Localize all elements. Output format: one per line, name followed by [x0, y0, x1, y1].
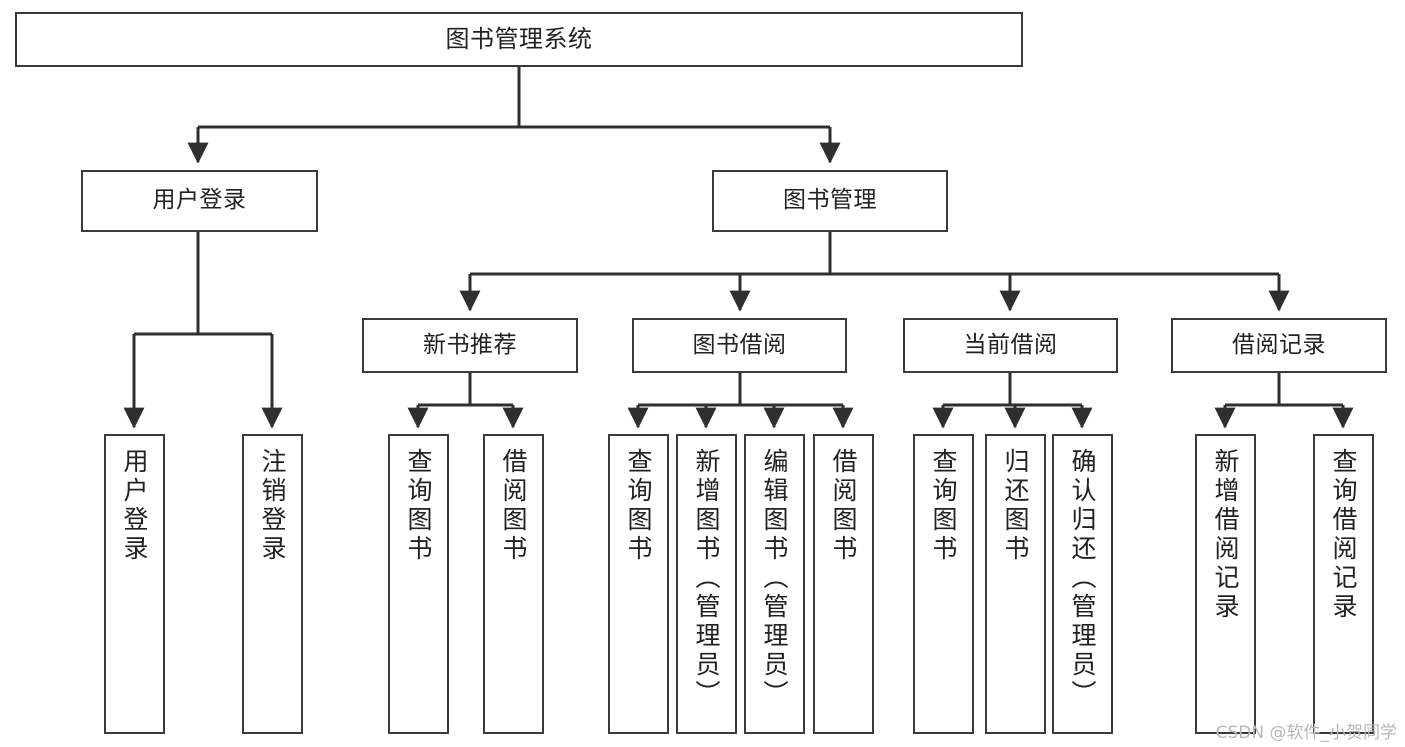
node-label: 借阅图书: [829, 448, 858, 564]
leaf-add-borrow-record[interactable]: 新增借阅记录: [1195, 434, 1256, 734]
node-label: 图书借阅: [692, 331, 787, 358]
node-user-login[interactable]: 用户登录: [81, 170, 318, 232]
node-root-system[interactable]: 图书管理系统: [15, 12, 1023, 67]
leaf-borrow-book[interactable]: 借阅图书: [813, 434, 874, 734]
leaf-query-book-borrow[interactable]: 查询图书: [608, 434, 669, 734]
node-label: 新增借阅记录: [1211, 448, 1240, 622]
node-current-borrow[interactable]: 当前借阅: [903, 318, 1118, 373]
node-label: 注销登录: [258, 448, 287, 564]
node-label: 当前借阅: [963, 331, 1058, 358]
csdn-watermark: CSDN @软件_小贺同学: [1215, 723, 1397, 743]
node-label: 编辑图书（管理员）: [760, 448, 789, 709]
leaf-confirm-return[interactable]: 确认归还（管理员）: [1052, 434, 1113, 734]
node-label: 查询借阅记录: [1329, 448, 1358, 622]
leaf-query-book-new-rec[interactable]: 查询图书: [388, 434, 449, 734]
node-label: 新书推荐: [423, 331, 517, 358]
node-label: 借阅图书: [499, 448, 528, 564]
leaf-return-book[interactable]: 归还图书: [985, 434, 1046, 734]
node-label: 查询图书: [624, 448, 653, 564]
leaf-add-book[interactable]: 新增图书（管理员）: [676, 434, 737, 734]
node-label: 查询图书: [404, 448, 433, 564]
node-label: 图书管理系统: [445, 25, 593, 54]
leaf-logout[interactable]: 注销登录: [242, 434, 303, 734]
node-label: 查询图书: [929, 448, 958, 564]
node-label: 新增图书（管理员）: [692, 448, 721, 709]
leaf-query-borrow-record[interactable]: 查询借阅记录: [1313, 434, 1374, 734]
node-book-borrow[interactable]: 图书借阅: [632, 318, 847, 373]
node-label: 图书管理: [783, 187, 877, 214]
node-label: 用户登录: [120, 448, 149, 564]
node-label: 用户登录: [152, 187, 247, 214]
node-label: 归还图书: [1001, 448, 1030, 564]
node-label: 确认归还（管理员）: [1068, 448, 1097, 709]
leaf-query-book-current[interactable]: 查询图书: [913, 434, 974, 734]
node-borrow-record[interactable]: 借阅记录: [1171, 318, 1387, 373]
leaf-edit-book[interactable]: 编辑图书（管理员）: [744, 434, 805, 734]
node-new-book-rec[interactable]: 新书推荐: [362, 318, 578, 373]
node-book-manage[interactable]: 图书管理: [712, 170, 948, 232]
leaf-user-login[interactable]: 用户登录: [104, 434, 165, 734]
node-label: 借阅记录: [1232, 331, 1326, 358]
leaf-borrow-book-new-rec[interactable]: 借阅图书: [483, 434, 544, 734]
